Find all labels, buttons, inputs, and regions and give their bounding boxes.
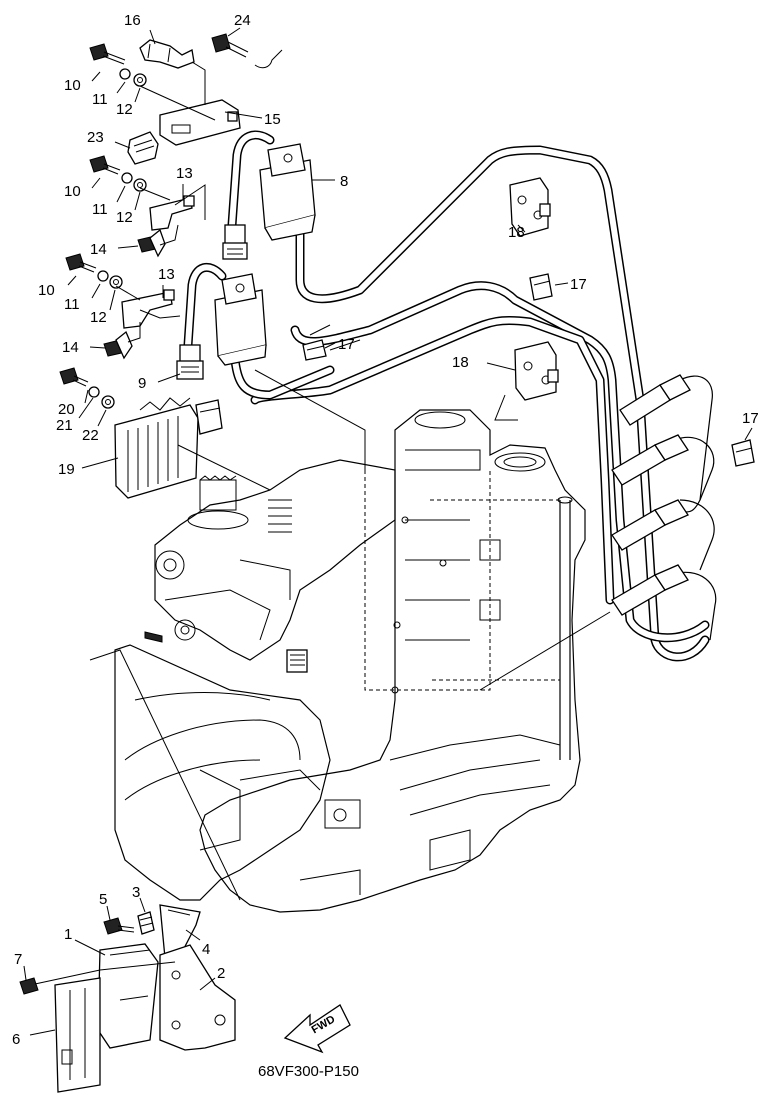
washer xyxy=(121,172,133,184)
callout-13: 13 xyxy=(176,165,193,182)
cord-holder xyxy=(514,341,559,401)
callout-labels: 16 24 10 11 12 15 23 13 8 10 11 12 14 18… xyxy=(12,12,759,1048)
washer xyxy=(119,68,131,80)
callout-14: 14 xyxy=(62,339,79,356)
flywheel-assembly xyxy=(144,459,396,673)
bracket xyxy=(159,99,241,146)
callout-18: 18 xyxy=(508,224,525,241)
ecm-unit xyxy=(97,943,159,1049)
callout-17: 17 xyxy=(570,276,587,293)
callout-20: 20 xyxy=(58,401,75,418)
washer xyxy=(88,386,100,398)
clip xyxy=(137,228,166,258)
plug-cap xyxy=(619,374,691,426)
callout-14: 14 xyxy=(90,241,107,258)
bolt xyxy=(103,917,135,935)
clamp xyxy=(139,39,195,69)
callout-22: 22 xyxy=(82,427,99,444)
fwd-arrow-icon: FWD xyxy=(283,1004,351,1054)
cord-clip xyxy=(529,273,553,301)
callout-10: 10 xyxy=(64,77,81,94)
bolt xyxy=(89,155,121,175)
cord-clip xyxy=(302,339,327,361)
grommet xyxy=(137,911,155,935)
washer xyxy=(133,178,147,192)
washer xyxy=(109,275,123,289)
bracket xyxy=(121,289,175,329)
callout-16: 16 xyxy=(124,12,141,29)
callout-12: 12 xyxy=(116,101,133,118)
washer xyxy=(101,395,115,409)
callout-8: 8 xyxy=(340,173,348,190)
ecm-cover xyxy=(54,977,101,1093)
callout-1: 1 xyxy=(64,926,72,943)
bracket xyxy=(149,195,195,231)
callout-17: 17 xyxy=(338,336,355,353)
bolt xyxy=(19,969,101,995)
diagram-code: 68VF300-P150 xyxy=(258,1063,359,1080)
callout-5: 5 xyxy=(99,891,107,908)
callout-6: 6 xyxy=(12,1031,20,1048)
engine-power-head xyxy=(199,409,586,913)
callout-2: 2 xyxy=(217,965,225,982)
plug-cap xyxy=(611,499,689,551)
intake-manifold xyxy=(114,644,331,901)
callout-12: 12 xyxy=(116,209,133,226)
mount-bracket xyxy=(159,944,236,1051)
cord-holder xyxy=(509,177,551,237)
bracket xyxy=(159,904,201,961)
high-tension-cords xyxy=(230,145,717,691)
bolt xyxy=(65,253,97,273)
callout-10: 10 xyxy=(64,183,81,200)
washer xyxy=(97,270,109,282)
plug-cap xyxy=(611,434,689,486)
callout-7: 7 xyxy=(14,951,22,968)
ignition-coil-lower xyxy=(183,262,267,366)
ignition-coil-upper xyxy=(227,130,316,241)
callout-10: 10 xyxy=(38,282,55,299)
bolt xyxy=(211,33,283,69)
callout-11: 11 xyxy=(64,296,80,313)
clip xyxy=(103,330,133,360)
bolt xyxy=(59,367,89,387)
cord-clip xyxy=(731,439,755,467)
callout-9: 9 xyxy=(138,375,146,392)
leader-lines xyxy=(23,27,753,1036)
connector xyxy=(222,224,248,260)
callout-21: 21 xyxy=(56,417,73,434)
callout-11: 11 xyxy=(92,91,108,108)
callout-13: 13 xyxy=(158,266,175,283)
bolt xyxy=(89,43,126,65)
plug-cap xyxy=(611,564,689,616)
callout-15: 15 xyxy=(264,111,281,128)
callout-18: 18 xyxy=(452,354,469,371)
callout-4: 4 xyxy=(202,941,210,958)
connector xyxy=(176,344,204,380)
washer xyxy=(133,73,147,87)
callout-17: 17 xyxy=(742,410,759,427)
rectifier-regulator xyxy=(114,397,223,499)
coupler xyxy=(127,131,159,165)
callout-23: 23 xyxy=(87,129,104,146)
callout-11: 11 xyxy=(92,201,108,218)
callout-19: 19 xyxy=(58,461,75,478)
callout-3: 3 xyxy=(132,884,140,901)
callout-24: 24 xyxy=(234,12,251,29)
callout-12: 12 xyxy=(90,309,107,326)
